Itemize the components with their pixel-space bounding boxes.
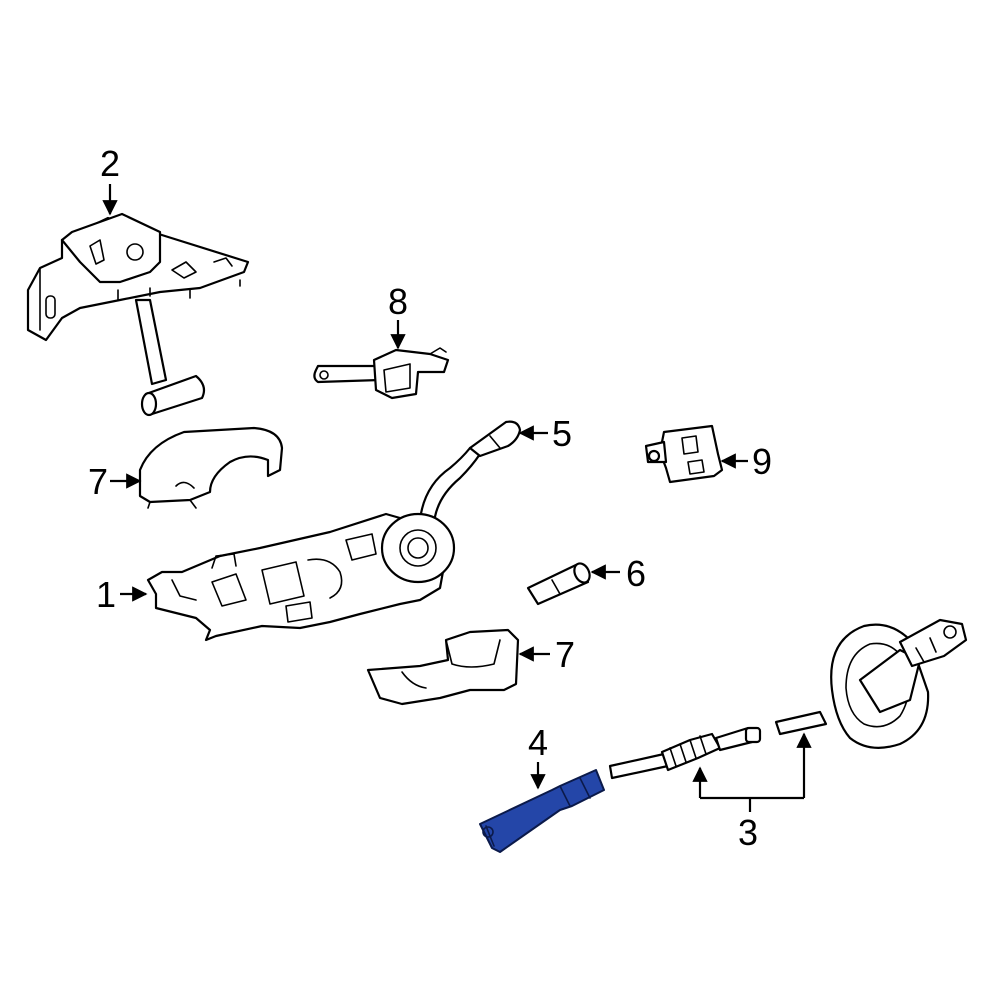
callout-label: 8 [388,281,408,322]
callout-label: 4 [528,722,548,763]
callout-label: 7 [88,461,108,502]
part-2-pedal-bracket[interactable] [26,212,250,417]
part-3-steering-shaft-assembly[interactable] [608,618,968,780]
callout-7-upper: 7 [88,461,142,502]
callout-label: 1 [96,574,116,615]
part-4-intermediate-shaft-highlighted[interactable] [479,769,605,853]
callout-label: 2 [100,143,120,184]
callout-4: 4 [528,722,548,790]
callout-2: 2 [100,143,120,216]
callout-6: 6 [590,553,646,594]
callout-label: 7 [555,634,575,675]
callout-5: 5 [518,413,572,454]
callout-8: 8 [388,281,408,350]
part-7-lower-shroud[interactable] [366,628,520,706]
callout-label: 5 [552,413,572,454]
part-9-switch[interactable] [644,424,724,484]
callout-7-lower: 7 [518,634,575,675]
callout-label: 3 [738,812,758,853]
part-1-steering-column-housing[interactable] [146,512,456,642]
callout-label: 6 [626,553,646,594]
part-5-wiper-lever[interactable] [418,420,522,526]
part-6-lock-cylinder[interactable] [526,561,593,606]
part-8-multifunction-switch[interactable] [313,347,450,400]
part-7-upper-shroud[interactable] [138,426,284,509]
callout-label: 9 [752,441,772,482]
callout-3: 3 [692,732,812,853]
callout-9: 9 [720,441,772,482]
callout-1: 1 [96,574,148,615]
